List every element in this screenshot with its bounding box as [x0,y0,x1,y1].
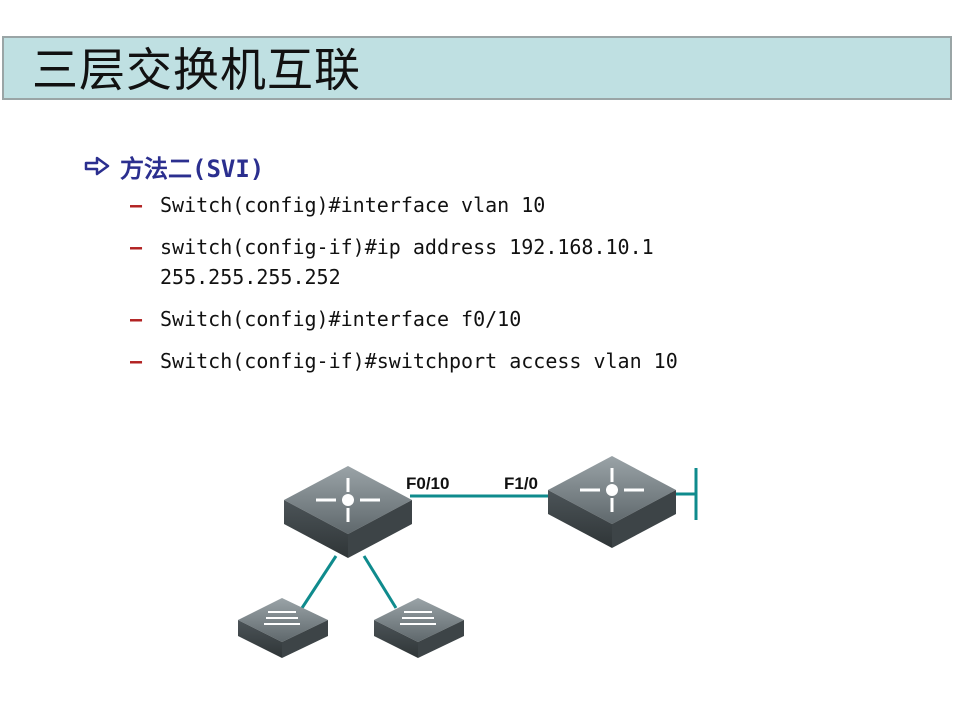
port-label-f0-10: F0/10 [406,474,450,493]
dash-bullet: — [130,349,143,373]
network-diagram: F0/10 F1/0 [220,440,740,670]
command-text: switch(config-if)#ip address 192.168.10.… [160,235,654,289]
dash-bullet: — [130,193,143,217]
bullet-heading: 方法二(SVI) [120,154,265,183]
layer3-switch-left-icon [284,466,412,558]
slide-title: 三层交换机互联 [32,43,361,97]
command-text: Switch(config)#interface f0/10 [160,307,522,331]
link-l3-access2 [362,555,398,609]
dash-bullet: — [130,307,143,331]
network-diagram-svg [238,456,698,658]
list-item: — Switch(config-if)#switchport access vl… [130,346,830,376]
list-item: — Switch(config)#interface vlan 10 [130,190,830,220]
layer3-switch-right-icon [548,456,676,548]
list-item: — switch(config-if)#ip address 192.168.1… [130,232,830,292]
link-l3-access1 [300,555,338,609]
command-list: — Switch(config)#interface vlan 10 — swi… [130,190,830,388]
access-switch-2-icon [374,598,464,658]
command-text: Switch(config-if)#switchport access vlan… [160,349,678,373]
list-item: — Switch(config)#interface f0/10 [130,304,830,334]
slide-title-bar: 三层交换机互联 [2,36,952,100]
port-label-f1-0: F1/0 [504,474,539,493]
arrow-right-icon [84,156,110,176]
dash-bullet: — [130,235,143,259]
command-text: Switch(config)#interface vlan 10 [160,193,546,217]
bullet-heading-row: 方法二(SVI) [84,148,264,184]
access-switch-1-icon [238,598,328,658]
